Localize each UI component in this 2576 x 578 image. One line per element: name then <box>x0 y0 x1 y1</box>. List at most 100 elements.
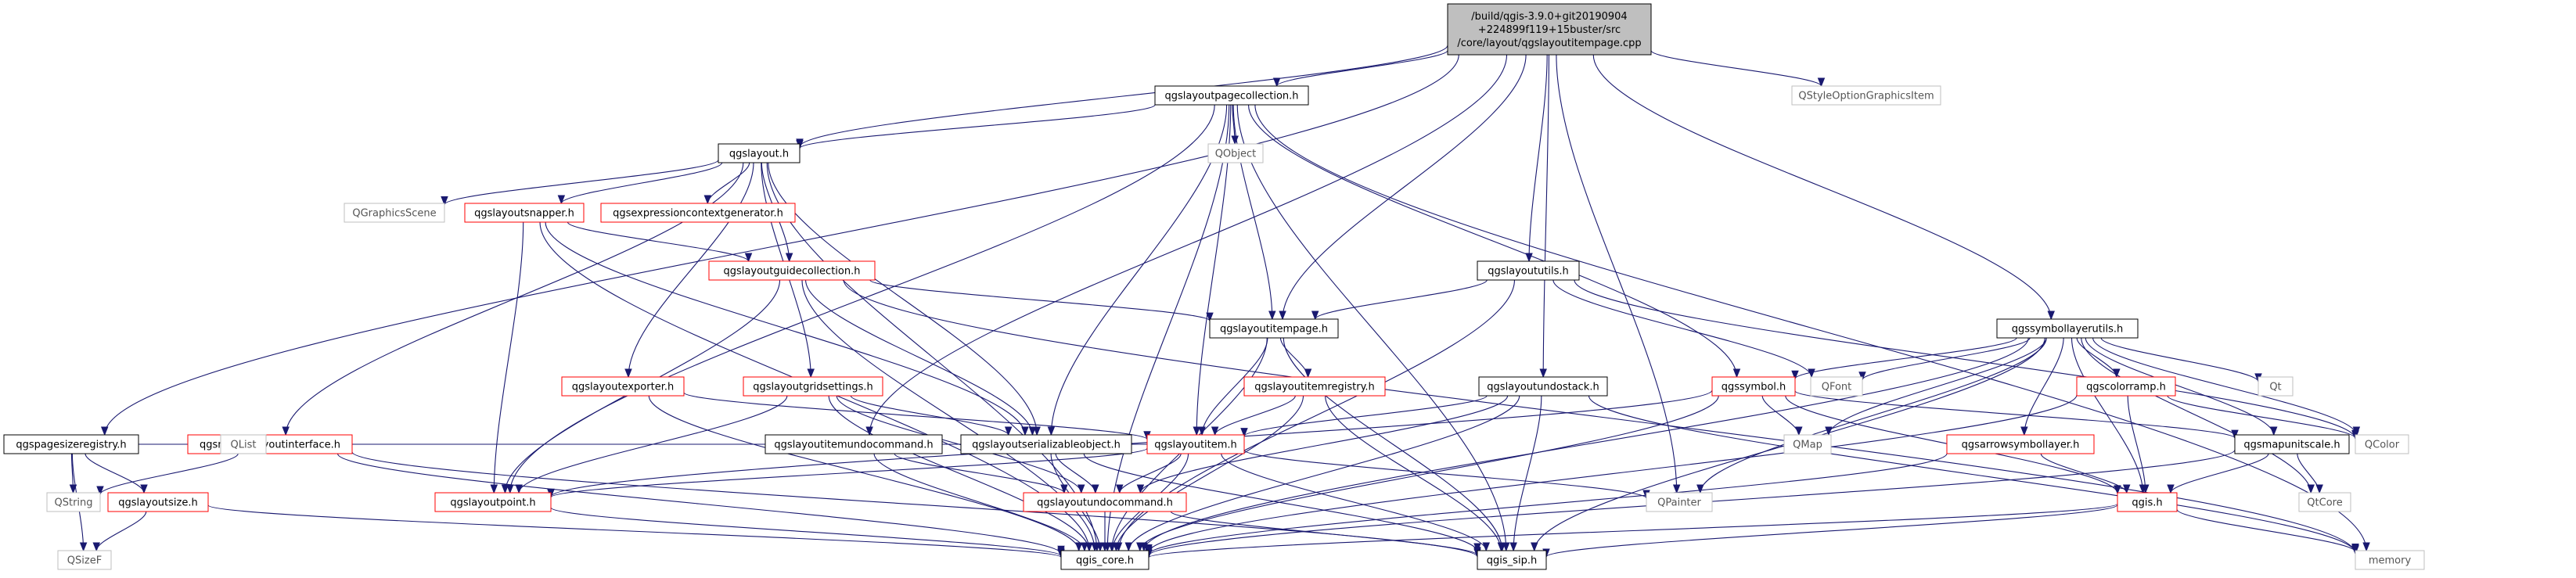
node-label: Qt <box>2269 382 2281 393</box>
node-qgslayoutitempage[interactable]: qgslayoutitempage.h <box>1209 318 1339 339</box>
node-box <box>57 550 112 570</box>
node-qgis_sip[interactable]: qgis_sip.h <box>1477 550 1547 570</box>
edge-arrowhead <box>1206 312 1214 322</box>
edge-root-to-qpainter <box>1556 54 1681 494</box>
edge-line <box>1247 104 1738 378</box>
node-qgscolorramp[interactable]: qgscolorramp.h <box>2076 376 2176 397</box>
node-qgslayoutgridsettings[interactable]: qgslayoutgridsettings.h <box>743 376 883 397</box>
node-box <box>1060 550 1149 570</box>
edge-qgscolorramp-to-qgis <box>2127 395 2150 494</box>
edge-line <box>1221 453 1487 551</box>
node-qstyleoption[interactable]: QStyleOptionGraphicsItem <box>1791 85 1941 106</box>
node-qgssymbollayerutils[interactable]: qgssymbollayerutils.h <box>1996 318 2139 339</box>
edge-line <box>1650 50 1822 87</box>
edge-arrowhead <box>441 196 448 206</box>
edge-arrowhead <box>865 426 873 436</box>
node-label: /build/qgis-3.9.0+git20190904 <box>1471 11 1627 23</box>
node-qcolor[interactable]: QColor <box>2355 434 2409 454</box>
node-qgsmasterlayoutinterface[interactable]: qgsmasterlayoutinterface.h <box>187 434 353 454</box>
node-qgslayoutitem[interactable]: qgslayoutitem.h <box>1146 434 1245 454</box>
node-qobject[interactable]: QObject <box>1207 143 1264 163</box>
edge-line <box>1232 104 1273 320</box>
edge-arrowhead <box>1808 368 1815 379</box>
node-qgslayoutserializableobject[interactable]: qgslayoutserializableobject.h <box>960 434 1132 454</box>
node-qgsexpressioncontextgenerator[interactable]: qgsexpressioncontextgenerator.h <box>600 203 796 223</box>
node-qstring[interactable]: QString <box>46 492 101 512</box>
node-qtcore[interactable]: QtCore <box>2298 492 2351 512</box>
edge-line <box>707 162 750 204</box>
edge-line <box>1279 337 1309 378</box>
node-qgslayoutpagecollection[interactable]: qgslayoutpagecollection.h <box>1154 85 1309 106</box>
node-qgslayout[interactable]: qgslayout.h <box>718 143 801 163</box>
node-qgis_core[interactable]: qgis_core.h <box>1060 550 1149 570</box>
node-qgslayoutundostack[interactable]: qgslayoutundostack.h <box>1478 376 1608 397</box>
node-label: qgssymbol.h <box>1722 382 1786 393</box>
edge-arrowhead <box>1074 542 1083 552</box>
node-qgis[interactable]: qgis.h <box>2117 492 2178 512</box>
node-root[interactable]: /build/qgis-3.9.0+git20190904+224899f119… <box>1447 3 1652 56</box>
edge-arrowhead <box>1539 368 1547 379</box>
node-qgsarrowsymbollayer[interactable]: qgsarrowsymbollayer.h <box>1946 434 2095 454</box>
node-qgspagesizeregistry[interactable]: qgspagesizeregistry.h <box>3 434 139 454</box>
node-qlist[interactable]: QList <box>220 434 267 454</box>
node-qgraphicsscene[interactable]: QGraphicsScene <box>344 203 445 223</box>
edge-line <box>1528 54 1548 262</box>
node-qgslayoutitemundocommand[interactable]: qgslayoutitemundocommand.h <box>765 434 943 454</box>
edge-line <box>799 45 1448 148</box>
edge-arrowhead <box>1268 311 1276 321</box>
node-qgsmapunitscale[interactable]: qgsmapunitscale.h <box>2234 434 2350 454</box>
node-qgslayoutundocommand[interactable]: qgslayoutundocommand.h <box>1023 492 1187 512</box>
edge-line <box>1243 395 1488 437</box>
edge-arrowhead <box>2047 311 2055 321</box>
edge-arrowhead <box>1732 368 1741 379</box>
edge-line <box>550 447 1148 498</box>
edge-qgslayoutpagecollection-to-qgssymbol <box>1247 104 1741 379</box>
edge-arrowhead <box>1858 372 1866 382</box>
node-qgslayoutexporter[interactable]: qgslayoutexporter.h <box>561 376 685 397</box>
edge-line <box>1128 395 1520 551</box>
edge-qgsarrowsymbollayer-to-qgis_core <box>1145 453 1948 556</box>
node-label: QColor <box>2365 440 2400 451</box>
edge-line <box>1315 279 1488 320</box>
edge-line <box>648 395 1080 551</box>
node-qgslayoutitemregistry[interactable]: qgslayoutitemregistry.h <box>1243 376 1386 397</box>
edge-line <box>2176 508 2356 552</box>
edge-line <box>1148 394 2078 553</box>
edge-qgssymbol-to-qgis_core <box>1136 395 1719 552</box>
node-qgslayoutsize[interactable]: qgslayoutsize.h <box>107 492 209 512</box>
edge-line <box>1143 337 2029 551</box>
edge-qgslayoutsnapper-to-qgslayoutguidecollection <box>567 221 753 263</box>
edge-qgslayoutguidecollection-to-qgslayoutitempage <box>869 279 1214 322</box>
edge-line <box>1254 104 2367 551</box>
edge-line <box>560 162 723 204</box>
node-label: qgslayoutserializableobject.h <box>972 440 1121 451</box>
node-label: qgslayoutitem.h <box>1154 440 1237 451</box>
edge-qgssymbollayerutils-to-qtcore <box>2081 337 2315 494</box>
edge-arrowhead <box>1509 542 1517 552</box>
node-qsizef[interactable]: QSizeF <box>57 550 112 570</box>
edge-qgslayoututils-to-qgslayoutitempage <box>1311 279 1488 321</box>
edges-layer <box>69 45 2370 559</box>
edge-line <box>1700 337 2047 494</box>
node-qmap[interactable]: QMap <box>1783 434 1832 454</box>
node-label: qgsexpressioncontextgenerator.h <box>613 208 783 220</box>
edge-arrowhead <box>1136 484 1145 494</box>
node-qgslayoutguidecollection[interactable]: qgslayoutguidecollection.h <box>708 260 876 281</box>
node-qpainter[interactable]: QPainter <box>1646 492 1713 512</box>
node-qgslayoututils[interactable]: qgslayoututils.h <box>1477 260 1580 281</box>
node-memory[interactable]: memory <box>2355 550 2425 570</box>
node-label: QList <box>231 440 257 451</box>
node-qgslayoutpoint[interactable]: qgslayoutpoint.h <box>434 492 552 512</box>
node-qgslayoutsnapper[interactable]: qgslayoutsnapper.h <box>464 203 585 223</box>
edge-arrowhead <box>282 426 290 436</box>
node-qfont[interactable]: QFont <box>1810 376 1863 397</box>
node-qt[interactable]: Qt <box>2258 376 2294 397</box>
edge-qgslayout-to-qgraphicsscene <box>441 159 719 206</box>
edge-line <box>873 453 1085 551</box>
edge-arrowhead <box>1696 484 1704 494</box>
edge-qgssymbollayerutils-to-qgssymbol <box>1791 337 2017 380</box>
edge-line <box>1794 390 2236 439</box>
edge-arrowhead <box>1033 426 1041 436</box>
node-qgssymbol[interactable]: qgssymbol.h <box>1711 376 1796 397</box>
edge-qgslayout-to-qgsmasterlayoutinterface <box>282 162 744 436</box>
